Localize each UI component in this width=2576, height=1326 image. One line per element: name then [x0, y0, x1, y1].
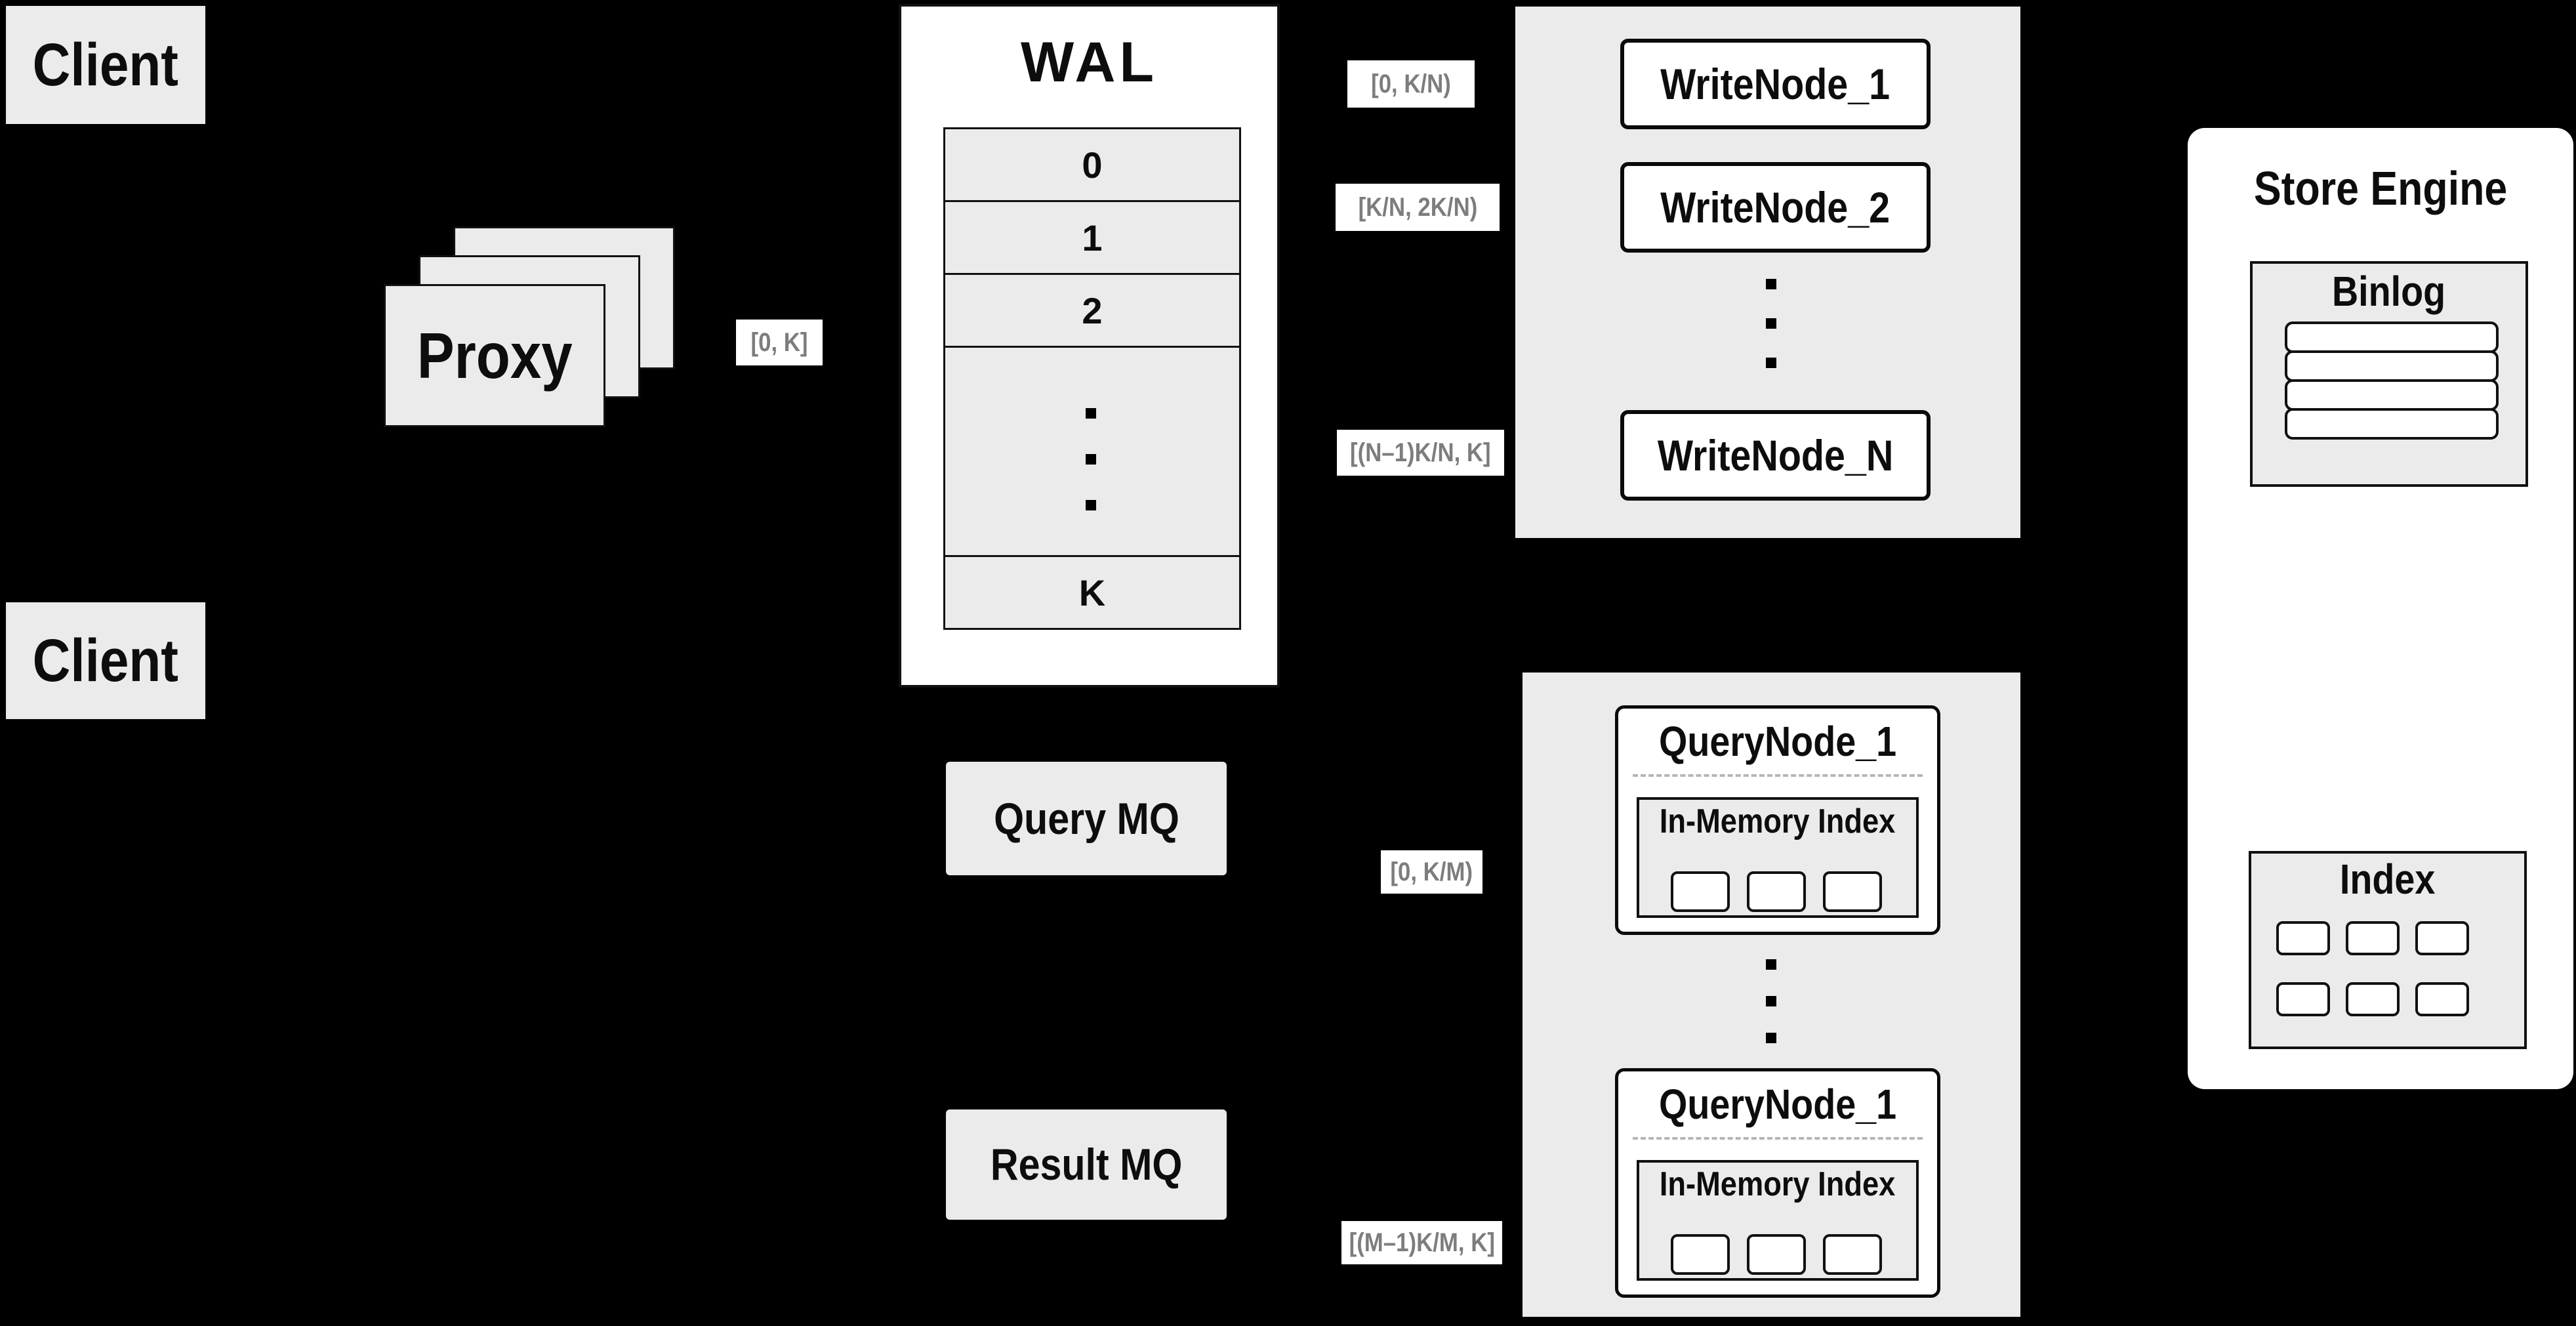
wal-row-0-label: 0: [1082, 144, 1103, 186]
imi-cell: [1671, 1234, 1730, 1275]
wal-row-k: K: [943, 555, 1241, 630]
binlog-row: [2285, 408, 2499, 440]
dot: [1086, 408, 1096, 419]
imi-cell: [1747, 1234, 1806, 1275]
imi-cell: [1747, 871, 1806, 912]
query-node-m-title: QueryNode_1: [1658, 1081, 1897, 1128]
range-label-0-k: [0, K]: [736, 320, 823, 365]
wal-title: WAL: [1020, 30, 1158, 94]
imi-title-wrap: In-Memory Index: [1639, 1163, 1916, 1206]
client-box-top: Client: [6, 6, 205, 124]
range-label-n1kn-k: [(N–1)K/N, K]: [1337, 430, 1504, 476]
client-bottom-label: Client: [32, 627, 179, 694]
query-node-1: QueryNode_1 In-Memory Index: [1615, 705, 1940, 935]
store-engine-title: Store Engine: [2253, 162, 2508, 215]
write-node-1-label: WriteNode_1: [1660, 60, 1891, 108]
binlog-row: [2285, 379, 2499, 411]
wal-ellipsis-dots: [1086, 408, 1096, 510]
wal-row-k-label: K: [1078, 571, 1106, 613]
index-box: Index: [2249, 851, 2527, 1049]
write-node-1: WriteNode_1: [1620, 39, 1931, 129]
range-label-m1km-k-text: [(M–1)K/M, K]: [1349, 1228, 1495, 1257]
wal-row-2-label: 2: [1082, 289, 1103, 331]
query-node-m-imi-title: In-Memory Index: [1660, 1165, 1896, 1203]
imi-cell: [1671, 871, 1730, 912]
dot: [1086, 454, 1096, 465]
query-group-ellipsis-dots: [1766, 959, 1776, 1043]
query-node-m-imi-box: In-Memory Index: [1637, 1160, 1919, 1281]
index-cell: [2346, 921, 2400, 955]
range-label-n1kn-k-text: [(N–1)K/N, K]: [1350, 438, 1491, 467]
query-node-1-divider: [1633, 774, 1923, 777]
write-group-ellipsis-dots: [1766, 279, 1776, 368]
index-cell: [2346, 982, 2400, 1016]
store-engine-title-wrap: Store Engine: [2188, 157, 2573, 220]
client-top-label: Client: [32, 31, 179, 98]
index-cell: [2276, 921, 2330, 955]
index-cell: [2415, 921, 2469, 955]
dot: [1766, 279, 1776, 289]
range-label-kn-2kn: [K/N, 2K/N): [1336, 184, 1500, 231]
range-label-kn-2kn-text: [K/N, 2K/N): [1358, 192, 1477, 222]
range-label-0-kn-text: [0, K/N): [1371, 69, 1451, 98]
client-box-bottom: Client: [6, 602, 205, 719]
query-node-1-imi-box: In-Memory Index: [1637, 797, 1919, 918]
dot: [1766, 1033, 1776, 1043]
wal-row-1: 1: [943, 200, 1241, 275]
index-title: Index: [2340, 856, 2436, 903]
binlog-rows: [2285, 321, 2499, 440]
range-label-0-kn: [0, K/N): [1347, 60, 1475, 108]
binlog-title-wrap: Binlog: [2253, 264, 2525, 319]
binlog-title: Binlog: [2332, 268, 2446, 315]
query-node-m: QueryNode_1 In-Memory Index: [1615, 1068, 1940, 1298]
write-node-2-label: WriteNode_2: [1660, 183, 1891, 232]
result-mq-label: Result MQ: [990, 1140, 1183, 1190]
query-node-1-title: QueryNode_1: [1658, 718, 1897, 765]
result-mq-box: Result MQ: [946, 1109, 1227, 1220]
wal-row-0: 0: [943, 127, 1241, 202]
wal-title-wrap: WAL: [899, 26, 1280, 98]
index-title-wrap: Index: [2251, 854, 2524, 905]
dot: [1766, 318, 1776, 329]
imi-title-wrap: In-Memory Index: [1639, 800, 1916, 843]
write-node-n-label: WriteNode_N: [1657, 431, 1894, 480]
write-node-2: WriteNode_2: [1620, 162, 1931, 253]
write-node-n: WriteNode_N: [1620, 410, 1931, 501]
binlog-box: Binlog: [2250, 261, 2528, 487]
query-node-m-title-wrap: QueryNode_1: [1618, 1071, 1937, 1137]
query-node-1-imi-title: In-Memory Index: [1660, 802, 1896, 840]
query-node-1-title-wrap: QueryNode_1: [1618, 709, 1937, 774]
query-mq-box: Query MQ: [946, 762, 1227, 875]
binlog-row: [2285, 350, 2499, 382]
range-label-0-km: [0, K/M): [1381, 850, 1482, 894]
dot: [1766, 959, 1776, 970]
wal-row-2: 2: [943, 273, 1241, 348]
proxy-label: Proxy: [417, 319, 573, 392]
range-label-0-km-text: [0, K/M): [1390, 857, 1473, 886]
range-label-m1km-k: [(M–1)K/M, K]: [1341, 1221, 1502, 1264]
index-cell: [2415, 982, 2469, 1016]
dot: [1086, 500, 1096, 510]
proxy-box: Proxy: [384, 284, 605, 427]
range-label-0-k-text: [0, K]: [750, 327, 808, 357]
index-cell: [2276, 982, 2330, 1016]
dot: [1766, 358, 1776, 368]
dot: [1766, 996, 1776, 1006]
query-node-m-divider: [1633, 1137, 1923, 1140]
imi-cell: [1823, 1234, 1882, 1275]
imi-cell: [1823, 871, 1882, 912]
wal-row-ellipsis: [943, 346, 1241, 557]
wal-row-1-label: 1: [1082, 217, 1103, 259]
binlog-row: [2285, 321, 2499, 353]
query-mq-label: Query MQ: [993, 793, 1179, 844]
